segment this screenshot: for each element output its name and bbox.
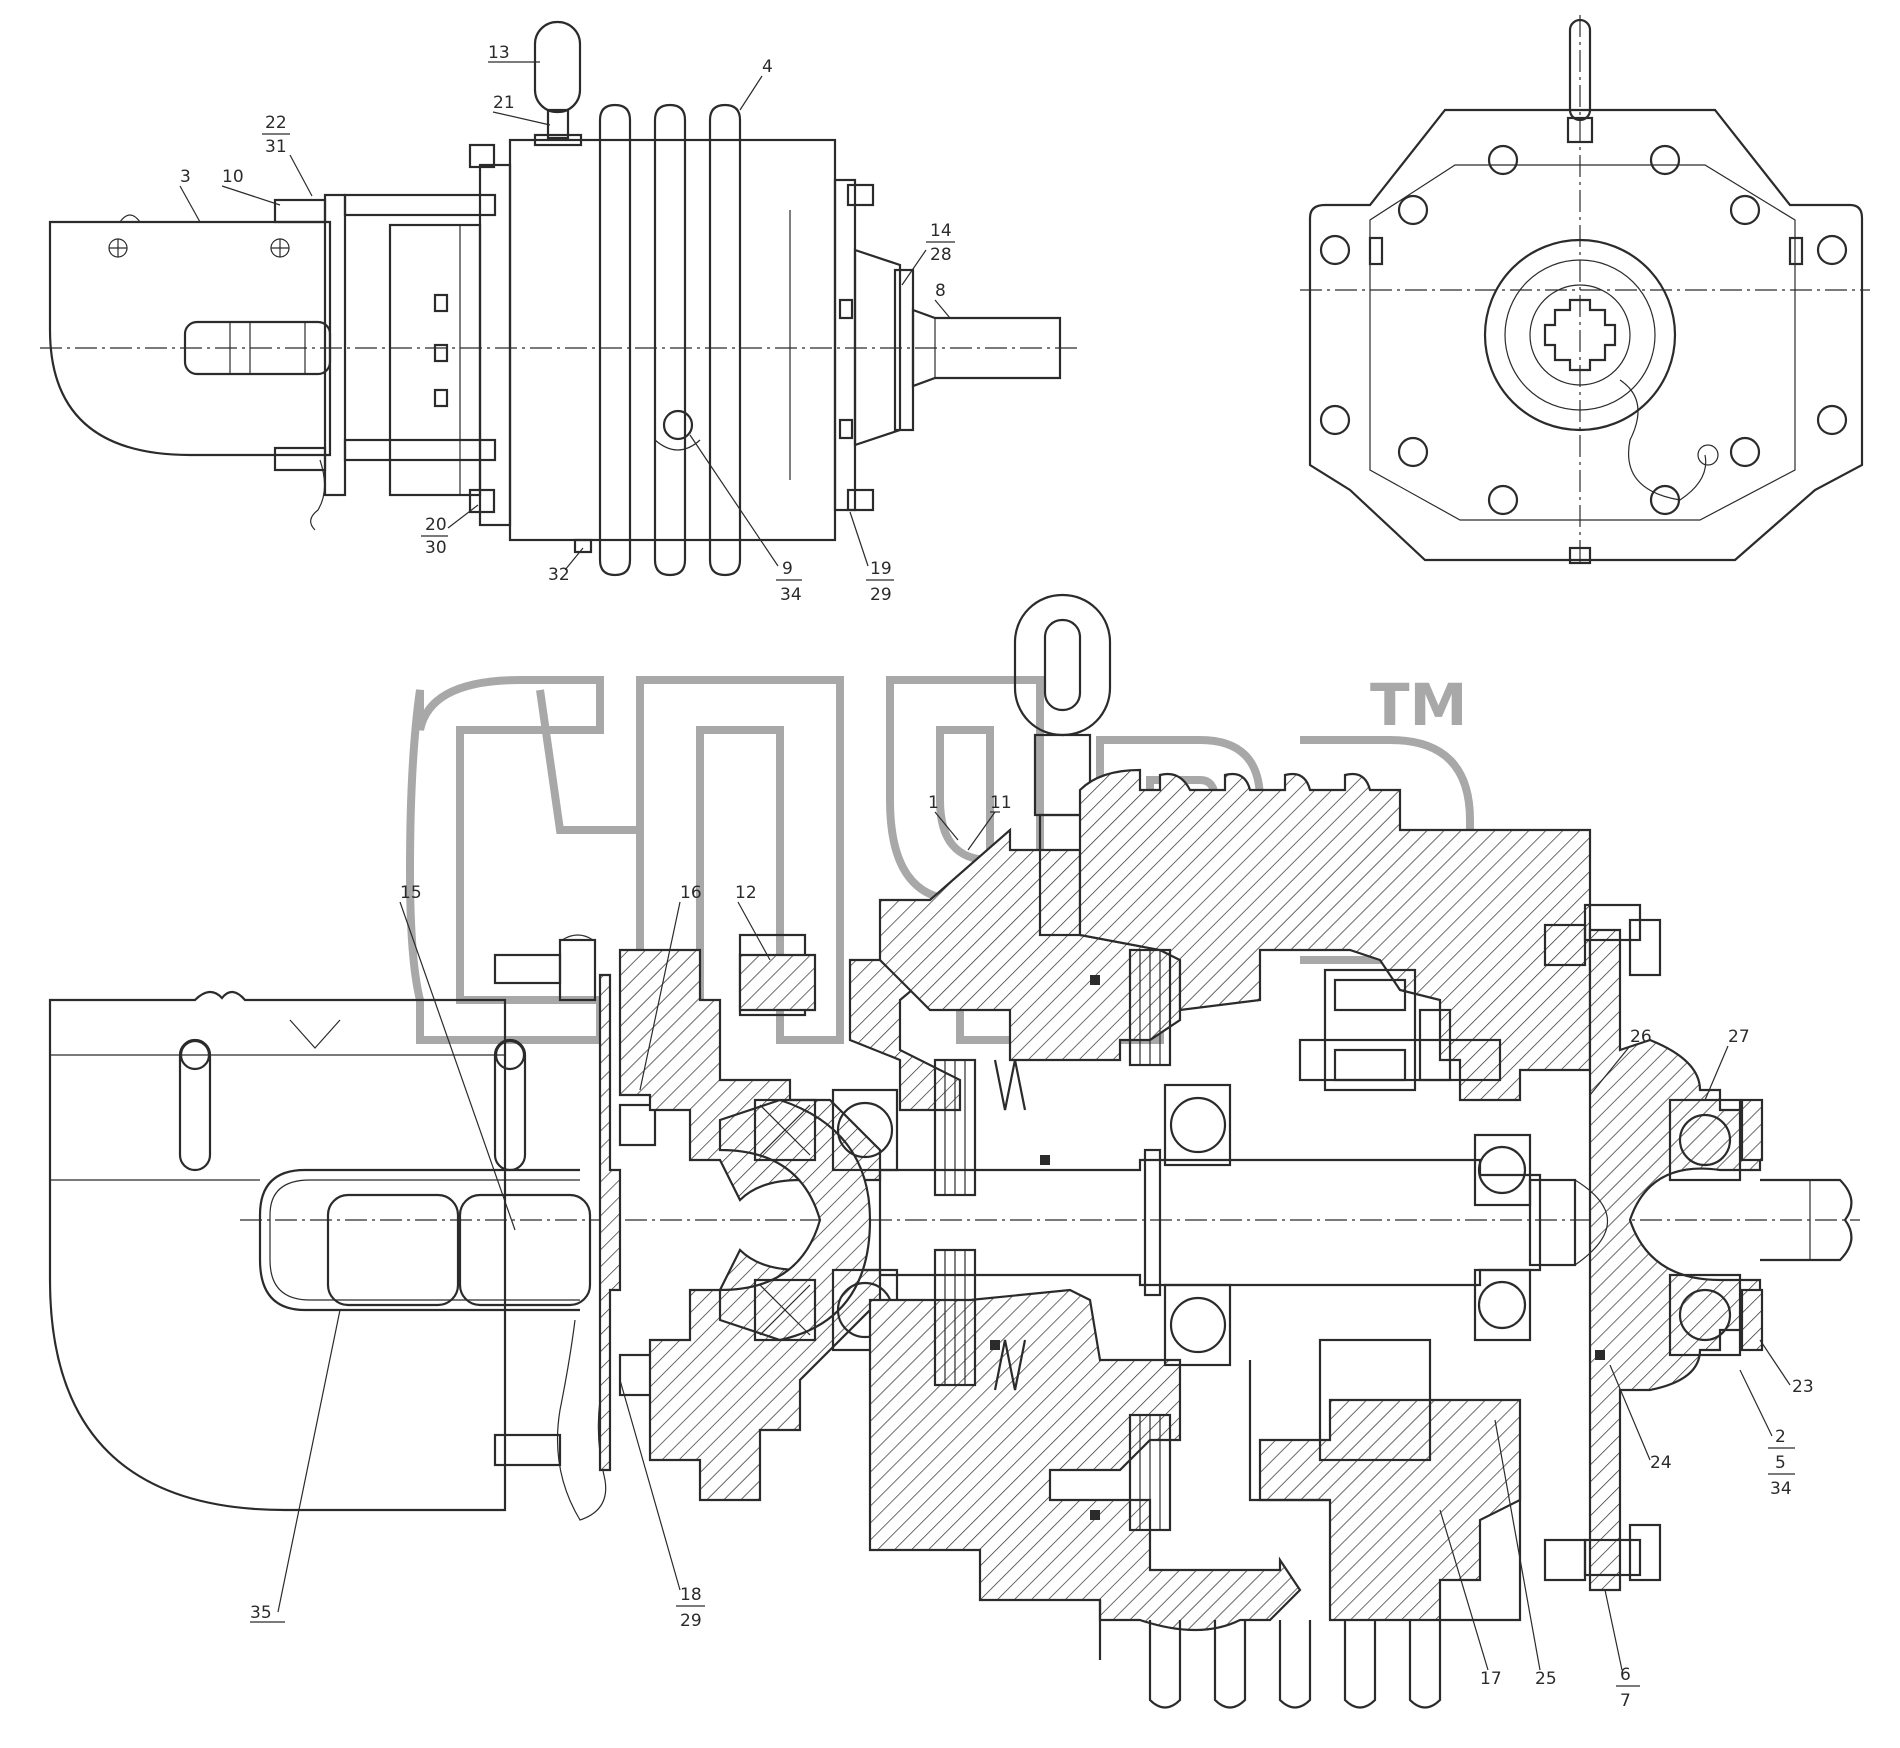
callout-4: 4 (762, 57, 773, 77)
section-callouts: 1 11 15 16 12 26 27 23 2 5 34 24 35 18 2… (250, 793, 1814, 1711)
callout-35: 35 (250, 1603, 272, 1623)
callout-3: 3 (180, 167, 191, 187)
callout-12: 12 (735, 883, 757, 903)
callout-31-a: 31 (265, 137, 287, 157)
callout-24: 24 (1650, 1453, 1672, 1473)
section-view (48, 593, 1860, 1709)
callout-20: 20 (425, 515, 447, 535)
callout-11: 11 (990, 793, 1012, 813)
callout-19: 19 (870, 559, 892, 579)
callout-28: 28 (930, 245, 952, 265)
callout-13: 13 (488, 43, 510, 63)
callout-26: 26 (1630, 1027, 1652, 1047)
watermark-tm: TM (1370, 671, 1467, 739)
callout-7: 7 (1620, 1691, 1631, 1711)
callout-29-b: 29 (680, 1611, 702, 1631)
side-view-callouts: 13 21 4 22 31 3 10 14 28 8 20 30 32 9 34… (179, 43, 955, 605)
callout-6: 6 (1620, 1665, 1631, 1685)
callout-18: 18 (680, 1585, 702, 1605)
callout-14: 14 (930, 221, 952, 241)
callout-17: 17 (1480, 1669, 1502, 1689)
callout-30: 30 (425, 538, 447, 558)
callout-25: 25 (1535, 1669, 1557, 1689)
callout-16: 16 (680, 883, 702, 903)
side-view (40, 20, 1080, 577)
callout-15: 15 (400, 883, 422, 903)
callout-23: 23 (1792, 1377, 1814, 1397)
end-view (1300, 15, 1870, 565)
callout-5: 5 (1775, 1453, 1786, 1473)
callout-27: 27 (1728, 1027, 1750, 1047)
callout-29-a: 29 (870, 585, 892, 605)
callout-8: 8 (935, 281, 946, 301)
callout-22: 22 (265, 113, 287, 133)
callout-34-b: 34 (1770, 1479, 1792, 1499)
callout-1: 1 (928, 793, 939, 813)
callout-21: 21 (493, 93, 515, 113)
callout-34-a: 34 (780, 585, 802, 605)
callout-32: 32 (548, 565, 570, 585)
callout-2: 2 (1775, 1427, 1786, 1447)
callout-10: 10 (222, 167, 244, 187)
callout-9: 9 (782, 559, 793, 579)
